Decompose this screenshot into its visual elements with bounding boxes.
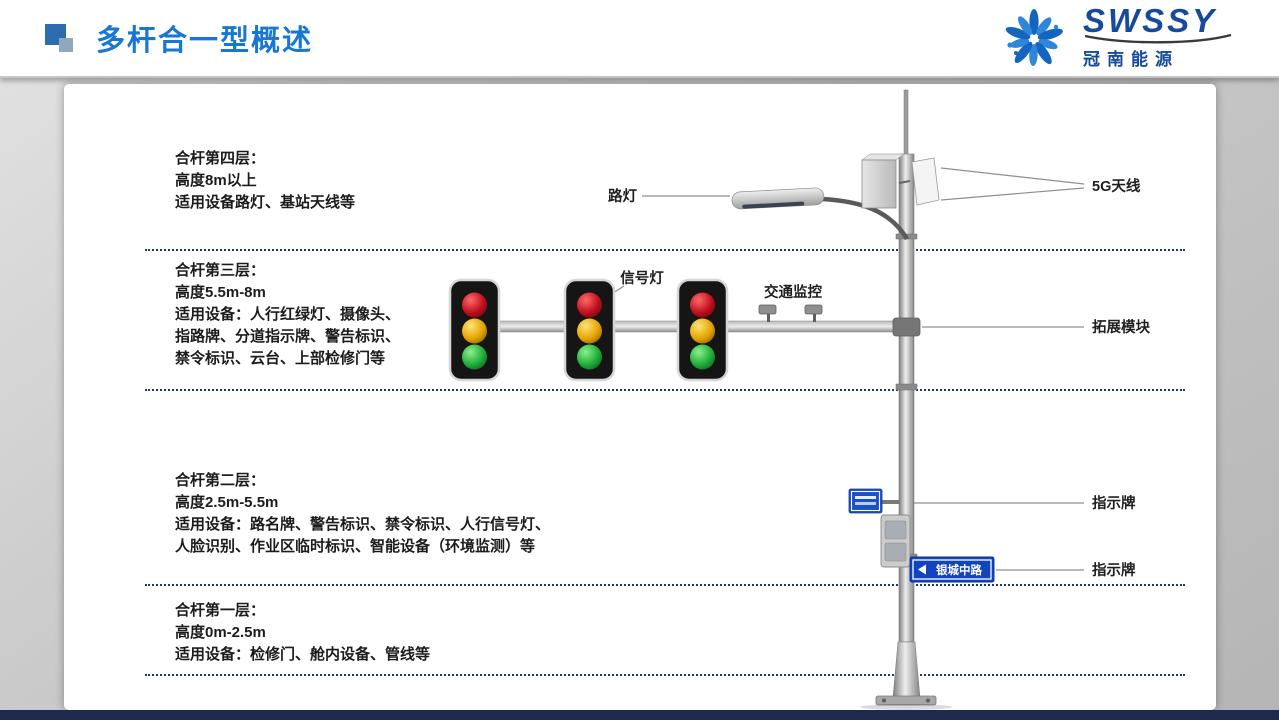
sign-text-mark: [855, 496, 876, 499]
layer-3-title: 合杆第三层：: [175, 262, 266, 279]
pole-base-section: [892, 641, 921, 699]
layer-divider-4: [145, 674, 1185, 676]
layer-divider-1: [145, 249, 1185, 251]
antenna-connector-top: [940, 167, 1085, 185]
antenna-box: [861, 159, 897, 209]
antenna-panel: [911, 157, 940, 206]
traffic-light-2: [563, 278, 616, 382]
cabinet-vent: [884, 542, 907, 562]
cabinet-vent: [884, 520, 907, 540]
layer-2-title: 合杆第二层：: [175, 472, 266, 489]
antenna-5g-assembly: [861, 153, 940, 209]
layer-2-line: 人脸识别、作业区临时标识、智能设备（环境监测）等: [175, 538, 536, 555]
layer-3-line: 禁令标识、云台、上部检修门等: [175, 350, 386, 367]
traffic-monitor-label: 交通监控: [764, 283, 822, 301]
decor-square-small: [59, 38, 73, 52]
pole-collar: [895, 383, 918, 391]
antenna-box-top: [861, 153, 905, 161]
multi-pole-diagram: 银城中路 路灯 信号灯 交通监控 5G天线 拓展模块 指示牌 指示牌: [448, 89, 1150, 710]
equipment-cabinet: [880, 514, 911, 568]
title-bullet-decor: [45, 24, 81, 60]
monitor-stem: [813, 313, 816, 322]
sign-panel: [848, 488, 883, 514]
sign-text-mark: [855, 502, 876, 505]
layer-4-line: 适用设备路灯、基站天线等: [175, 194, 356, 211]
layer-divider-2: [145, 389, 1185, 391]
logo-brand: SWSSY: [1083, 2, 1218, 39]
sign-board-upper: [848, 488, 900, 514]
traffic-light-1: [448, 278, 501, 382]
green-lamp: [577, 344, 602, 370]
red-lamp: [690, 292, 715, 318]
antenna-mount: [898, 180, 911, 184]
bottom-accent-bar: [0, 710, 1279, 720]
layer-divider-3: [145, 584, 1185, 586]
monitor-stem: [767, 313, 770, 322]
yellow-lamp: [577, 318, 602, 344]
logo-company: 冠南能源: [1083, 50, 1179, 69]
yellow-lamp: [690, 318, 715, 344]
layer-2-line: 适用设备：路名牌、警告标识、禁令标识、人行信号灯、: [175, 516, 551, 533]
road-sign-panel: [909, 556, 995, 583]
layer-3-line: 指路牌、分道指示牌、警告标识、: [175, 328, 401, 345]
road-sign-border: [912, 559, 992, 580]
antenna-rod: [903, 89, 909, 157]
horizontal-arm: [451, 320, 900, 333]
layer-3-line: 适用设备：人行红绿灯、摄像头、: [175, 306, 401, 323]
company-logo: SWSSY 冠南能源: [997, 4, 1233, 72]
lamp-lens: [742, 201, 805, 209]
layer-1-line: 适用设备：检修门、舱内设备、管线等: [175, 646, 431, 663]
green-lamp: [462, 344, 487, 370]
layer-3-line: 高度5.5m-8m: [175, 284, 266, 301]
sign-bracket: [880, 500, 900, 504]
layer-3-description: 合杆第三层： 高度5.5m-8m 适用设备：人行红绿灯、摄像头、 指路牌、分道指…: [175, 260, 400, 370]
traffic-monitor-devices: [758, 304, 823, 322]
monitor-device: [758, 304, 777, 315]
content-card: 合杆第四层： 高度8m以上 适用设备路灯、基站天线等 合杆第三层： 高度5.5m…: [64, 84, 1216, 710]
signal-light-label: 信号灯: [620, 269, 664, 287]
road-sign-text: 银城中路: [936, 563, 982, 577]
yellow-lamp: [462, 318, 487, 344]
red-lamp: [462, 292, 487, 318]
arm-junction-collar: [892, 317, 921, 337]
sign-lower-label: 指示牌: [1092, 561, 1136, 579]
street-lamp: [731, 187, 909, 241]
flange-bolt: [882, 698, 886, 703]
monitor-device: [804, 304, 823, 315]
layer-1-line: 高度0m-2.5m: [175, 624, 266, 641]
flange-bolt: [926, 698, 930, 703]
base-flange: [875, 695, 937, 706]
green-lamp: [690, 344, 715, 370]
page-title: 多杆合一型概述: [96, 25, 314, 57]
sign-upper-label: 指示牌: [1092, 494, 1136, 512]
antenna-connector-bottom: [940, 187, 1085, 201]
logo-starburst-icon: [1005, 9, 1063, 66]
slide-header: 多杆合一型概述: [0, 0, 1279, 78]
antenna-5g-label: 5G天线: [1092, 177, 1141, 195]
layer-2-line: 高度2.5m-5.5m: [175, 494, 279, 511]
layer-4-title: 合杆第四层：: [175, 150, 266, 167]
road-sign-arrow-icon: [918, 564, 926, 575]
layer-4-line: 高度8m以上: [175, 172, 257, 189]
layer-4-description: 合杆第四层： 高度8m以上 适用设备路灯、基站天线等: [175, 148, 355, 214]
logo-text-block: SWSSY 冠南能源: [1083, 2, 1233, 70]
connector-lines: [612, 167, 1085, 571]
street-lamp-label: 路灯: [608, 187, 637, 205]
traffic-light-3: [676, 278, 729, 382]
layer-1-title: 合杆第一层：: [175, 602, 266, 619]
lamp-bracket: [821, 196, 909, 241]
sign-border: [850, 490, 881, 512]
sign-board-lower: 银城中路: [909, 556, 995, 583]
layer-1-description: 合杆第一层： 高度0m-2.5m 适用设备：检修门、舱内设备、管线等: [175, 600, 430, 666]
logo-swoosh: [1084, 34, 1232, 44]
layer-2-description: 合杆第二层： 高度2.5m-5.5m 适用设备：路名牌、警告标识、禁令标识、人行…: [175, 470, 550, 558]
ground-shadow: [860, 704, 952, 710]
expansion-module-label: 拓展模块: [1092, 318, 1150, 336]
red-lamp: [577, 292, 602, 318]
